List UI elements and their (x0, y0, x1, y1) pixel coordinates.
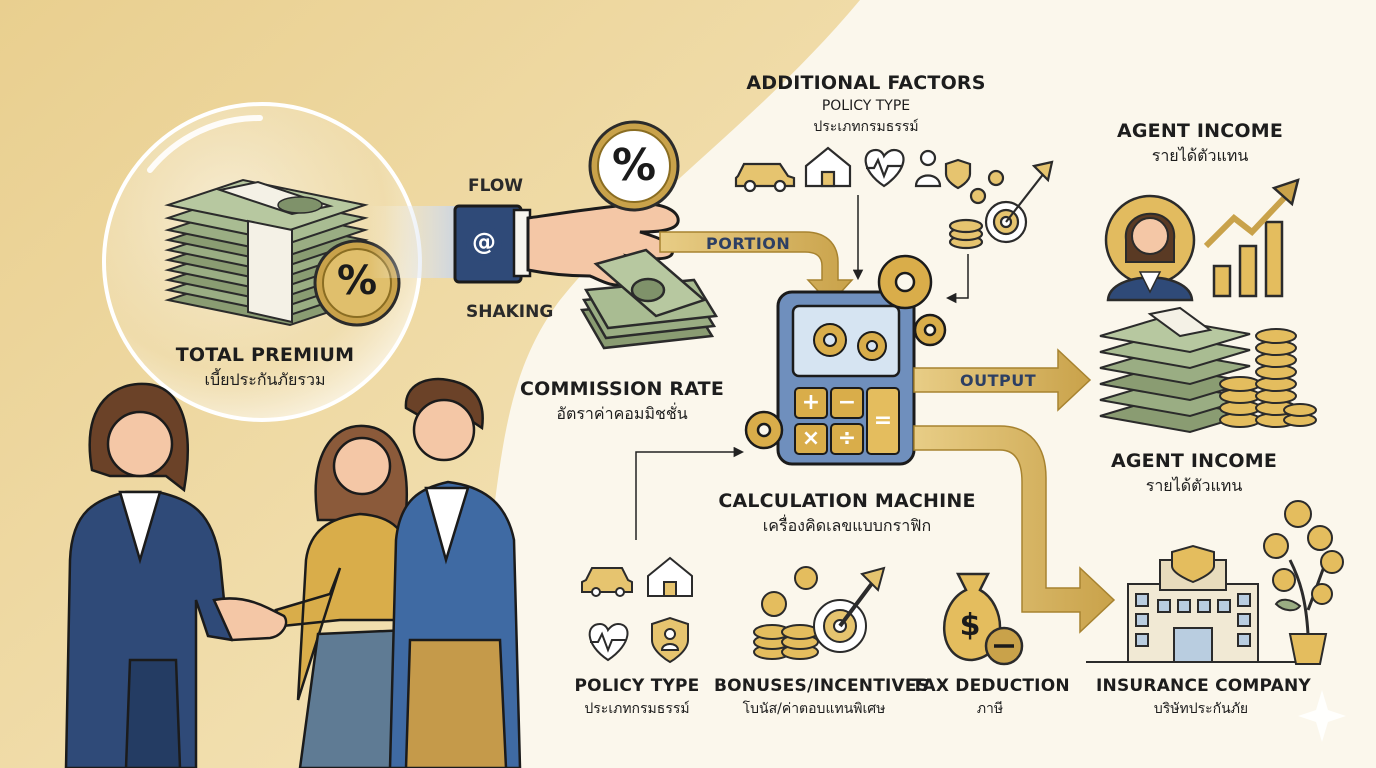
money-tree-icon (1263, 500, 1344, 665)
loose-bills-icon (579, 248, 719, 350)
policy-type-bottom-label: POLICY TYPE ประเภทกรมธรรม์ (560, 676, 714, 720)
bonuses-label: BONUSES/INCENTIVES โบนัส/ค่าตอบแทนพิเศษ (714, 676, 930, 720)
agent-income-mid-en: AGENT INCOME (1110, 450, 1278, 472)
tax-deduction-th: ภาษี (976, 701, 1004, 717)
agent-woman-figure (64, 382, 250, 768)
percent-coin-hand-icon (588, 120, 680, 212)
calc-times-key: × (801, 426, 821, 451)
heart-pulse-icon (864, 148, 905, 188)
additional-factors-label: ADDITIONAL FACTORS POLICY TYPE ประเภทกรม… (736, 72, 996, 138)
agent-income-top-label: AGENT INCOME รายได้ตัวแทน (1100, 120, 1300, 169)
growth-chart-icon (1203, 178, 1300, 298)
commission-rate-th: อัตราค่าคอมมิชชั่น (556, 404, 688, 423)
shaking-label: SHAKING (466, 302, 554, 322)
commission-rate-label: COMMISSION RATE อัตราค่าคอมมิชชั่น (512, 378, 732, 427)
additional-factors-sub: POLICY TYPE (821, 98, 911, 114)
policy-type-bottom-en: POLICY TYPE (574, 676, 700, 696)
agent-income-mid-label: AGENT INCOME รายได้ตัวแทน (1094, 450, 1294, 499)
percent-symbol-hand: % (611, 140, 657, 191)
calculator-keys (794, 387, 900, 455)
money-stack-icon (164, 178, 369, 327)
tax-deduction-en: TAX DEDUCTION (912, 676, 1070, 696)
additional-factors-title: ADDITIONAL FACTORS (746, 72, 986, 94)
bonuses-th: โบนัส/ค่าตอบแทนพิเศษ (742, 701, 886, 717)
at-badge-icon (466, 225, 502, 261)
output-label: OUTPUT (960, 371, 1037, 390)
shield-person-icon (651, 616, 689, 664)
portion-label: PORTION (706, 234, 791, 253)
insurance-company-th: บริษัทประกันภัย (1153, 701, 1249, 717)
calc-minus-key: − (837, 390, 857, 415)
gear-icon (744, 254, 947, 450)
tax-money-bag-icon (943, 572, 1024, 666)
calculator-gears-icon (813, 323, 887, 361)
insurance-company-label: INSURANCE COMPANY บริษัทประกันภัย (1096, 676, 1311, 720)
total-premium-label: TOTAL PREMIUM เบี้ยประกันภัยรวม (170, 344, 360, 393)
commission-rate-en: COMMISSION RATE (519, 378, 725, 400)
tax-dollar-symbol: $ (959, 608, 981, 643)
insurance-company-en: INSURANCE COMPANY (1096, 676, 1311, 696)
agent-avatar (1104, 194, 1196, 302)
calculation-machine-label: CALCULATION MACHINE เครื่องคิดเลขแบบกราฟ… (716, 490, 978, 539)
bonus-target-icon (753, 566, 886, 660)
client-man-figure (388, 377, 522, 768)
agent-income-top-en: AGENT INCOME (1116, 120, 1284, 142)
calculation-machine-th: เครื่องคิดเลขแบบกราฟิก (762, 516, 932, 535)
calc-plus-key: + (801, 390, 821, 415)
sparkle-icon (1298, 690, 1346, 742)
output-arrow (913, 348, 1092, 412)
house-small-icon (647, 556, 693, 597)
agent-income-mid-th: รายได้ตัวแทน (1145, 476, 1243, 495)
car-small-icon (581, 567, 633, 597)
insurance-building-icon (1086, 544, 1296, 663)
tax-deduction-label: TAX DEDUCTION ภาษี (912, 676, 1070, 720)
target-growth-icon (948, 160, 1054, 250)
total-premium-th: เบี้ยประกันภัยรวม (204, 370, 326, 389)
house-icon (804, 146, 852, 188)
heart-small-icon (588, 622, 629, 662)
connector-lines (635, 195, 969, 540)
car-icon (734, 162, 796, 193)
calc-divide-key: ÷ (837, 426, 857, 451)
at-symbol: @ (472, 228, 496, 256)
calculator-machine (776, 290, 916, 466)
total-premium-en: TOTAL PREMIUM (175, 344, 355, 366)
income-money-pile-icon (1099, 306, 1317, 434)
company-arrow (913, 425, 1116, 634)
client-woman-figure (274, 424, 416, 768)
calc-equals-key: = (873, 408, 893, 433)
additional-factors-th: ประเภทกรมธรรม์ (813, 119, 919, 135)
policy-type-bottom-th: ประเภทกรมธรรม์ (584, 701, 690, 717)
percent-symbol-bubble: % (336, 258, 378, 304)
person-shield-icon (914, 149, 972, 190)
bonuses-en: BONUSES/INCENTIVES (714, 676, 930, 696)
handshake (212, 597, 288, 642)
flow-label: FLOW (468, 176, 524, 196)
arm-sleeve-fade (368, 206, 458, 278)
calculation-machine-en: CALCULATION MACHINE (718, 490, 976, 512)
agent-income-top-th: รายได้ตัวแทน (1151, 146, 1249, 165)
